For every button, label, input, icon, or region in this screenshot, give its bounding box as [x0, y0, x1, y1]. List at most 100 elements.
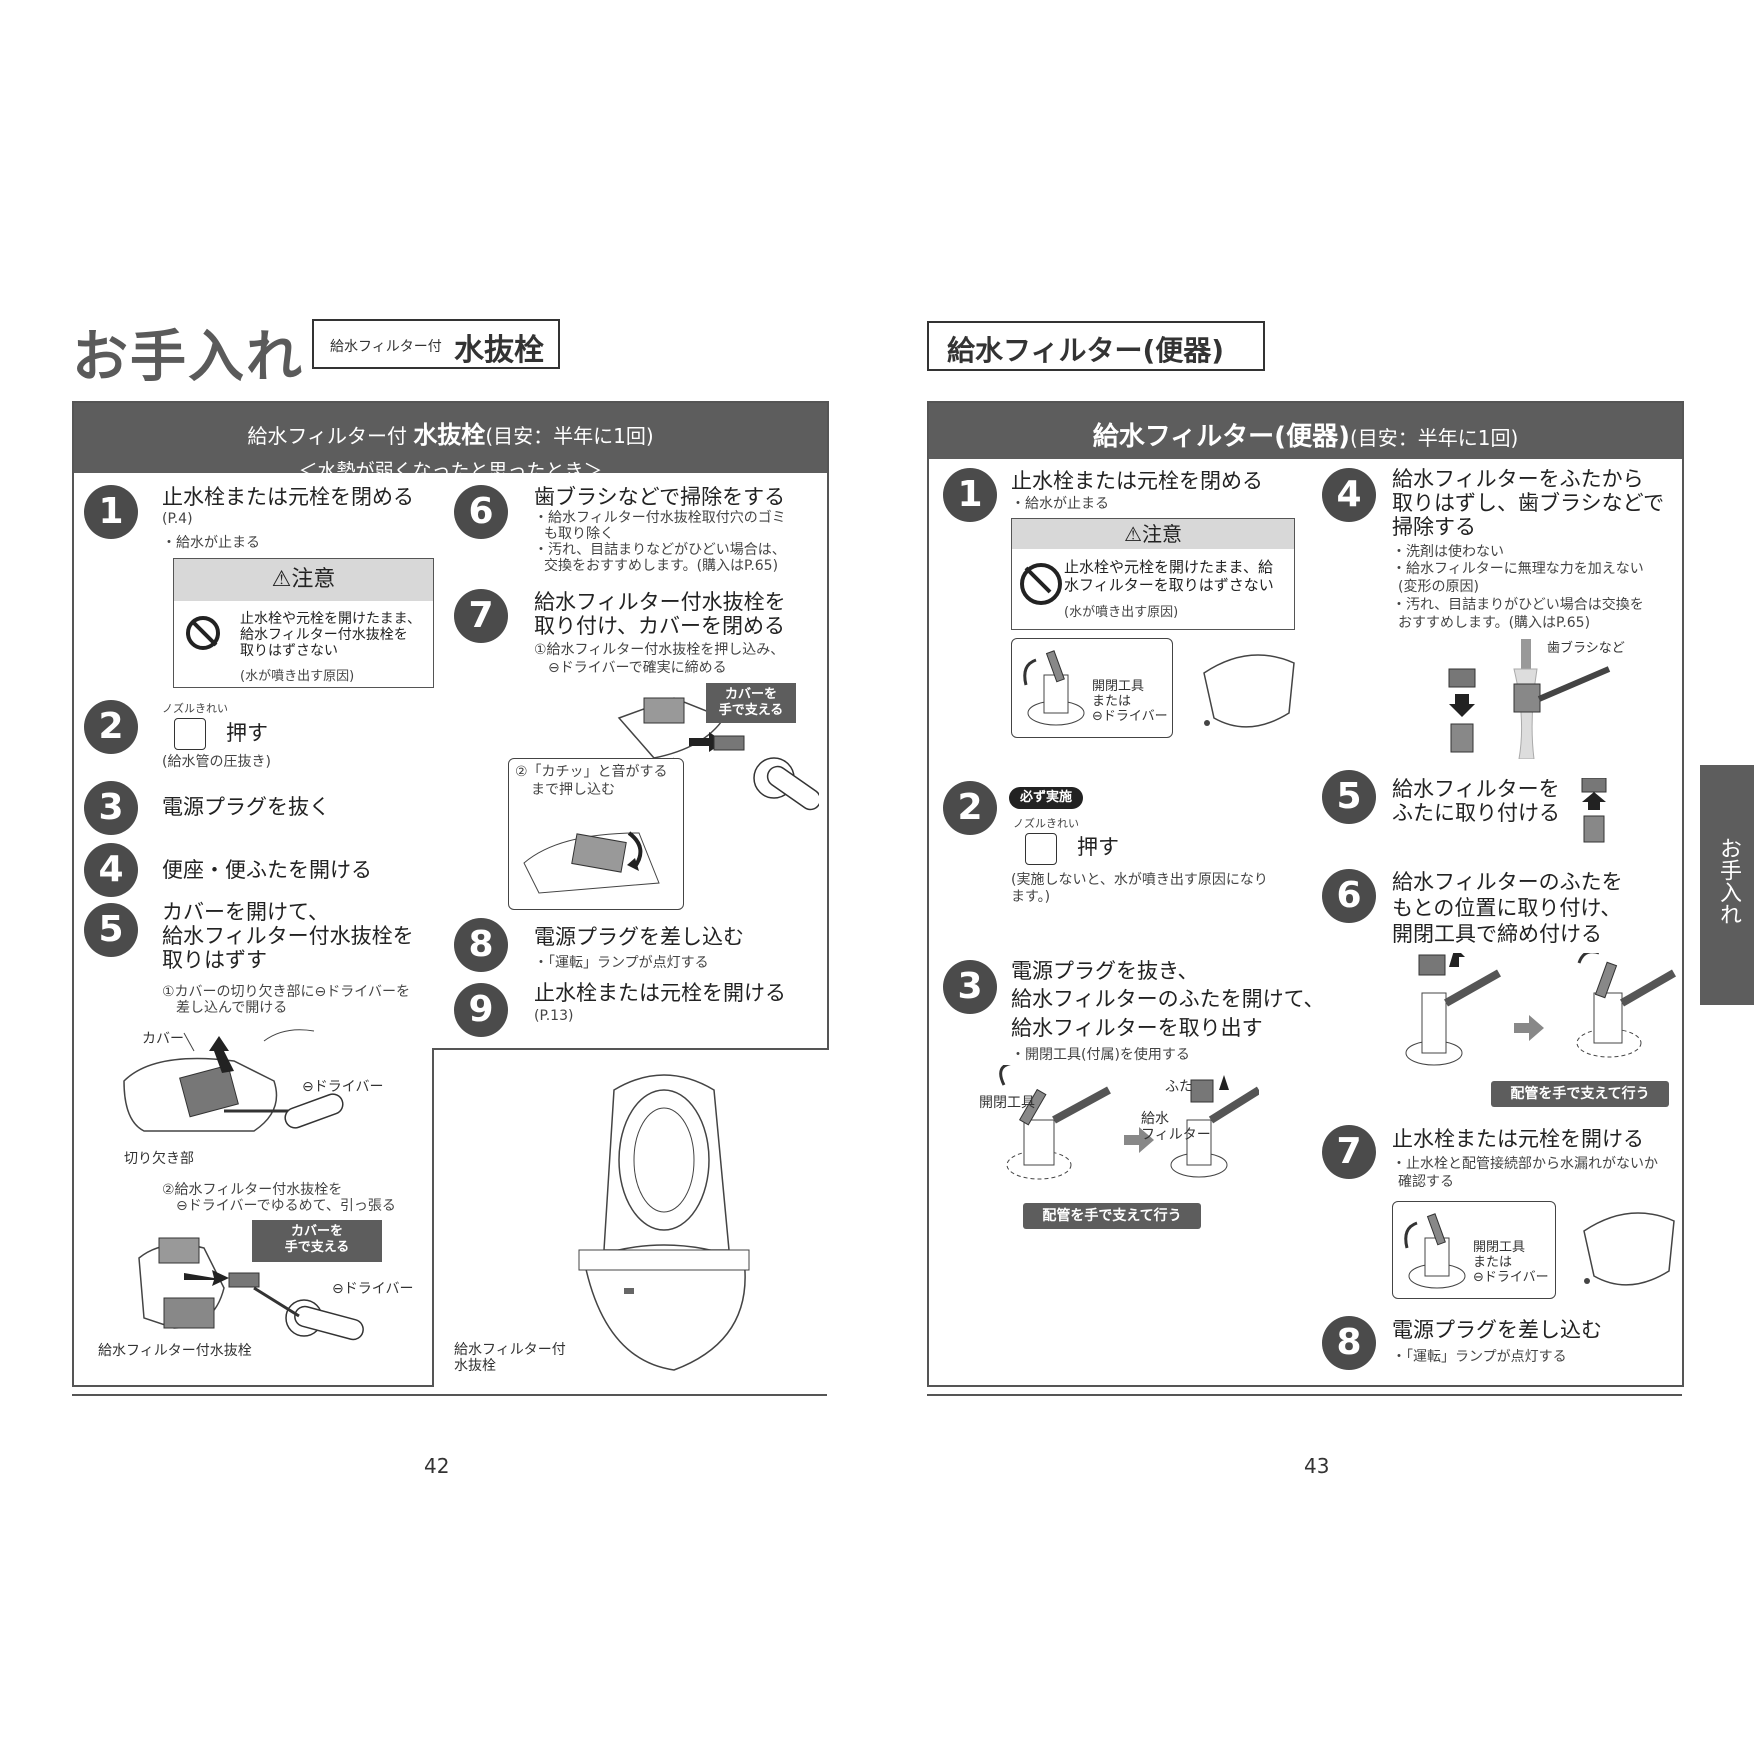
r-step-8-title: 電源プラグを差し込む — [1392, 1318, 1602, 1342]
step-5-title-l1: カバーを開けて、 — [162, 900, 329, 924]
step-3-title: 電源プラグを抜く — [162, 795, 330, 819]
page-number-right: 43 — [1304, 1454, 1330, 1478]
page-number-left: 42 — [424, 1454, 450, 1478]
left-panel-header: 給水フィルター付 水抜栓(目安：半年に1回) ＜水勢が弱くなったと思ったとき＞ — [74, 403, 827, 482]
r-step-6-title-l3: 開閉工具で締め付ける — [1392, 922, 1602, 946]
r-step-4-sub-5: おすすめします。(購入はP.65) — [1398, 615, 1591, 631]
step-7-sub-2: ⊖ドライバーで確実に締める — [548, 660, 727, 676]
r-step-4-sub-2: ・給水フィルターに無理な力を加えない — [1392, 561, 1644, 577]
warning-triangle-icon: ⚠ — [271, 567, 292, 592]
r-caution-box: ⚠注意 止水栓や元栓を開けたまま、給 水フィルターを取りはずさない (水が噴き出… — [1011, 518, 1295, 630]
header-condition: ＜水勢が弱くなったと思ったとき＞ — [298, 460, 603, 482]
r-step-6-title-l2: もとの位置に取り付け、 — [1392, 896, 1622, 920]
r-step-4-sub-3: (変形の原因) — [1398, 579, 1479, 595]
r-caution-reason: (水が噴き出す原因) — [1064, 605, 1179, 620]
r-filter-label-l1: 給水 — [1141, 1111, 1169, 1127]
step-7-title-l1: 給水フィルター付水抜栓を — [534, 590, 786, 614]
step-6-sub-4: 交換をおすすめします。(購入はP.65) — [544, 558, 779, 574]
nozzle-clean-label: ノズルきれい — [162, 702, 228, 715]
right-header-bold: 給水フィルター(便器) — [1092, 422, 1350, 452]
driver-label-1: ⊖ドライバー — [302, 1079, 384, 1095]
step-5-sub-3: ②給水フィルター付水抜栓を — [162, 1182, 343, 1198]
r-filter-attach-illustration — [1581, 778, 1607, 843]
r-filter-label-l2: フィルター — [1141, 1127, 1211, 1143]
header-interval: (目安：半年に1回) — [485, 424, 654, 448]
r-step-3-title-l1: 電源プラグを抜き、 — [1011, 959, 1199, 983]
r-toilet-small-2 — [1583, 1212, 1675, 1286]
section-title-large: 水抜栓 — [454, 333, 544, 368]
r-step-7-sub-1: ・止水栓と配管接続部から水漏れがないか — [1392, 1156, 1658, 1172]
step-1-ref: (P.4) — [162, 511, 193, 527]
cover-label: カバー — [142, 1031, 184, 1047]
right-instruction-panel: 給水フィルター(便器)(目安：半年に1回) 1 止水栓または元栓を閉める ・給水… — [927, 401, 1684, 1387]
section-title-box: 給水フィルター付 水抜栓 — [312, 319, 560, 369]
r-step-6-title-l1: 給水フィルターのふたを — [1392, 870, 1623, 894]
r-step-4-sub-1: ・洗剤は使わない — [1392, 544, 1504, 560]
step-5-sub-4: ⊖ドライバーでゆるめて、引っ張る — [176, 1198, 396, 1214]
r-nozzle-clean-label: ノズルきれい — [1013, 817, 1079, 830]
step-8-note: ・「運転」ランプが点灯する — [534, 955, 709, 971]
r-step-6-number: 6 — [1322, 869, 1376, 923]
step-6-sub-1: ・給水フィルター付水抜栓取付穴のゴミ — [534, 510, 786, 526]
r-lid-label: ふた — [1165, 1079, 1193, 1095]
r-tool-callout-1: 開閉工具 または ⊖ドライバー — [1011, 638, 1173, 738]
r-nozzle-clean-button[interactable] — [1025, 833, 1057, 865]
step-5-title-l2: 給水フィルター付水抜栓を — [162, 924, 414, 948]
r-step-3-note: ・開閉工具(付属)を使用する — [1011, 1047, 1190, 1063]
r-step-7-sub-2: 確認する — [1398, 1174, 1454, 1190]
r-toothbrush-label: 歯ブラシなど — [1547, 641, 1625, 656]
step-5-number: 5 — [84, 903, 138, 957]
caution-box: ⚠注意 止水栓や元栓を開けたまま、 給水フィルター付水抜栓を 取りはずさない (… — [173, 558, 434, 688]
side-tab[interactable]: お手入れ — [1700, 765, 1754, 1005]
r-tool1-label-l2: または — [1092, 694, 1132, 709]
driver-label-2: ⊖ドライバー — [332, 1281, 414, 1297]
r-step-2-note-1: (実施しないと、水が噴き出す原因になり — [1011, 872, 1268, 888]
step-2-number: 2 — [84, 700, 138, 754]
nozzle-clean-button[interactable] — [174, 718, 206, 750]
r-tool3-label-l2: または — [1473, 1255, 1513, 1270]
r-step-4-title-l3: 掃除する — [1392, 515, 1476, 539]
step-9-ref: (P.13) — [534, 1008, 574, 1024]
r-step-5-title-l1: 給水フィルターを — [1392, 777, 1560, 801]
right-section-title-box: 給水フィルター(便器) — [927, 321, 1265, 371]
r-tool3-label-l3: ⊖ドライバー — [1473, 1270, 1549, 1285]
toilet-illustration — [578, 1074, 750, 1371]
r-step-1-number: 1 — [943, 468, 997, 522]
side-tab-label: お手入れ — [1716, 837, 1741, 925]
toilet-label-l1: 給水フィルター付 — [454, 1342, 566, 1358]
step-9-title: 止水栓または元栓を開ける — [534, 981, 786, 1005]
page-title: お手入れ — [72, 325, 304, 390]
hold-cover-tag-1: カバーを手で支える — [252, 1220, 382, 1262]
drain-label: 給水フィルター付水抜栓 — [98, 1343, 252, 1359]
toilet-label-l2: 水抜栓 — [454, 1358, 496, 1374]
r-toilet-small-1 — [1203, 654, 1295, 728]
step-2-note: (給水管の圧抜き) — [162, 754, 271, 770]
step-5-title-l3: 取りはずす — [162, 948, 267, 972]
drain-insert-illustration — [617, 697, 819, 811]
r-support-pipe-tag-2: 配管を手で支えて行う — [1491, 1081, 1669, 1107]
header-prefix: 給水フィルター付 — [247, 424, 414, 448]
step-4-title: 便座・便ふたを開ける — [162, 858, 372, 882]
r-tool1-label-l3: ⊖ドライバー — [1092, 709, 1168, 724]
header-bold: 水抜栓 — [413, 421, 486, 449]
toilet-illustration-area: 給水フィルター付 水抜栓 — [432, 1048, 829, 1387]
step-6-sub-3: ・汚れ、目詰まりなどがひどい場合は、 — [534, 542, 786, 558]
notch-label: 切り欠き部 — [124, 1151, 194, 1167]
hold-cover-tag-2: カバーを手で支える — [706, 683, 796, 723]
step-9-number: 9 — [454, 983, 508, 1037]
caution-line-2: 給水フィルター付水抜栓を — [240, 627, 408, 643]
r-tool-callout-2: 開閉工具 または ⊖ドライバー — [1392, 1201, 1556, 1299]
step-3-number: 3 — [84, 781, 138, 835]
r-step-5-number: 5 — [1322, 770, 1376, 824]
caution-heading: ⚠注意 — [174, 559, 433, 601]
r-step-1-note: ・給水が止まる — [1011, 496, 1109, 512]
r-filter-cleaning-illustration — [1448, 639, 1611, 759]
r-step-2-note-2: ます。) — [1011, 889, 1051, 905]
step-8-title: 電源プラグを差し込む — [534, 925, 744, 949]
step-4-number: 4 — [84, 843, 138, 897]
right-header-interval: (目安：半年に1回) — [1349, 426, 1519, 450]
r-caution-line-1: 止水栓や元栓を開けたまま、給 — [1064, 558, 1273, 576]
step-7-sub-3: ②「カチッ」と音がする — [515, 764, 668, 780]
bottom-rule-left — [72, 1394, 827, 1396]
r-step-8-number: 8 — [1322, 1316, 1376, 1370]
